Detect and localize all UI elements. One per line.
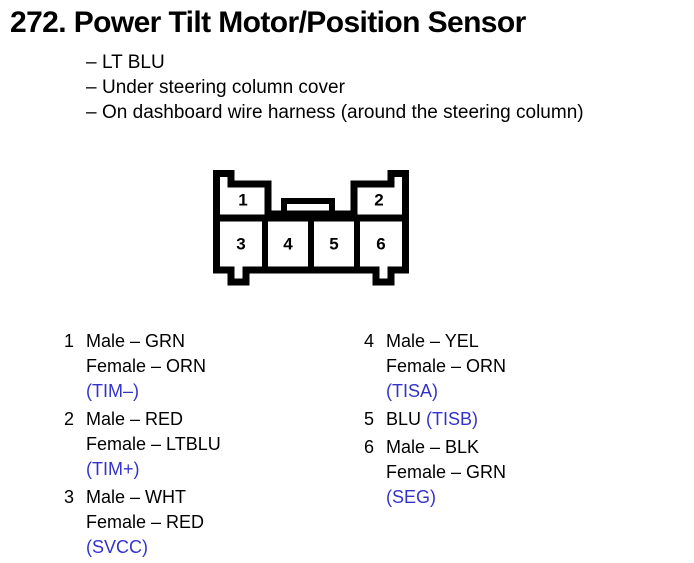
spec-dash: – [86,52,97,73]
connector-outline [213,170,409,286]
spec-text: On dashboard wire harness (around the st… [102,102,584,123]
pin-entry-4: 4 Male – YEL Female – ORN (TISA) [364,329,664,404]
connector-pin-3: 3 [236,234,245,253]
pin-wire-female: Female – LTBLU [86,434,221,454]
spec-dash: – [86,102,97,123]
pin-wire-color: BLU [386,409,422,429]
spec-dash: – [86,77,97,98]
pin-legend-left: 1 Male – GRN Female – ORN (TIM–) 2 Male … [64,329,354,563]
pin-signal: (SEG) [386,487,437,507]
pin-wire-male: Male – YEL [386,331,479,351]
pin-wire-male: Male – WHT [86,487,187,507]
spec-text: Under steering column cover [102,77,345,98]
pin-index: 1 [64,331,75,351]
connector-pin-4: 4 [283,234,293,253]
pin-wire-inline: BLU (TISB) [386,407,664,432]
pin-entry-3: 3 Male – WHT Female – RED (SVCC) [64,485,354,560]
pin-index: 6 [364,437,375,457]
pin-wire-male: Male – GRN [86,331,186,351]
center-key-bump [281,198,335,218]
pin-signal: (TIM–) [86,381,139,401]
pin-legend-right: 4 Male – YEL Female – ORN (TISA) 5 BLU (… [364,329,664,513]
connector-pin-6: 6 [376,234,385,253]
pin-wire-male: Male – RED [86,409,184,429]
pin-wire-female: Female – RED [86,512,205,532]
connector-pin-2: 2 [374,190,383,209]
pin-index: 2 [64,409,75,429]
pin-signal: (SVCC) [86,537,148,557]
pin-entry-2: 2 Male – RED Female – LTBLU (TIM+) [64,407,354,482]
pin-entry-6: 6 Male – BLK Female – GRN (SEG) [364,435,664,510]
pin-index: 5 [364,409,375,429]
spec-text: LT BLU [102,52,165,73]
spec-item: –On dashboard wire harness (around the s… [86,100,686,125]
pin-index: 3 [64,487,75,507]
pin-signal: (TIM+) [86,459,140,479]
pin-index: 4 [364,331,375,351]
pin-signal: (TISA) [386,381,438,401]
pin-wire-female: Female – GRN [386,462,507,482]
spec-list: –LT BLU –Under steering column cover –On… [86,50,686,125]
pin-entry-5: 5 BLU (TISB) [364,407,664,432]
pin-wire-female: Female – ORN [386,356,507,376]
spec-item: –Under steering column cover [86,75,686,100]
connector-pin-1: 1 [238,190,247,209]
connector-diagram: 1 2 3 4 5 6 [213,170,409,296]
spec-item: –LT BLU [86,50,686,75]
page-title: 272. Power Tilt Motor/Position Sensor [10,6,526,39]
pin-signal: (TISB) [426,409,479,429]
pin-wire-male: Male – BLK [386,437,480,457]
connector-pin-5: 5 [329,234,338,253]
pin-entry-1: 1 Male – GRN Female – ORN (TIM–) [64,329,354,404]
pin-wire-female: Female – ORN [86,356,207,376]
